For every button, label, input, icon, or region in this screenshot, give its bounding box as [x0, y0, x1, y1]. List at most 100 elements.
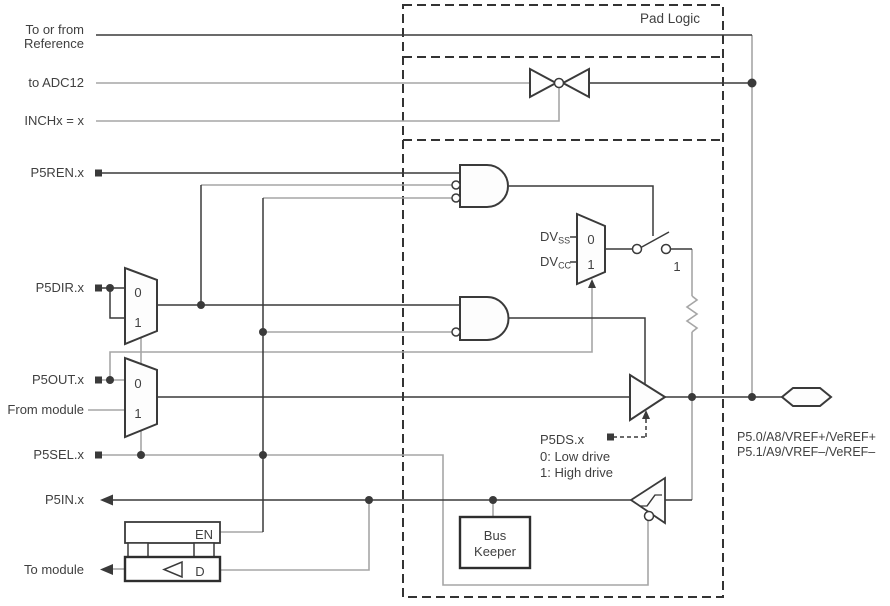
- ren-switch: 1: [631, 243, 681, 274]
- wire-p5sel-to-schmitt-enable: [101, 454, 649, 586]
- p5ren-terminal-square: [95, 169, 102, 177]
- en-latch-box: [124, 521, 221, 544]
- wire-d-latch-feed: [220, 500, 370, 571]
- switch-closed-label: 1: [673, 259, 680, 274]
- to-module-arrow-icon: [100, 564, 113, 575]
- junction-dots: [106, 78, 757, 504]
- mux-icon: [576, 212, 606, 286]
- wires-dark: [96, 34, 782, 532]
- bus-keeper-label-line1: Bus: [484, 528, 507, 543]
- clock-triangle-icon: [162, 560, 183, 579]
- p5in-arrow-icon: [100, 494, 113, 506]
- wire-p5dir-branch: [109, 288, 125, 319]
- mux-input-1-label: 1: [587, 257, 594, 272]
- schmitt-input-buffer: [629, 476, 666, 525]
- latch-tab-icon: [193, 542, 215, 558]
- junction-dot: [748, 393, 756, 401]
- inchx-label: INCHx = x: [24, 113, 84, 128]
- p5ds-terminal-square: [607, 433, 614, 441]
- dvss-prefix: DV: [540, 229, 558, 244]
- to-adc12-label: to ADC12: [28, 75, 84, 90]
- select-arrow-icon: [588, 279, 596, 288]
- p5in-label: P5IN.x: [45, 492, 85, 507]
- junction-dot: [259, 451, 267, 459]
- and-gate-icon: [459, 164, 509, 208]
- reference-label-line1: To or from: [25, 22, 84, 37]
- dvcc-sub: CC: [558, 261, 571, 271]
- mux-input-0-label: 0: [587, 232, 594, 247]
- dvss-label: DVSS: [540, 229, 570, 246]
- to-module-label: To module: [24, 562, 84, 577]
- p5out-mux: 0 1: [124, 356, 158, 439]
- mux-input-0-label: 0: [134, 285, 141, 300]
- pad-logic-region: [402, 4, 724, 598]
- junction-dot: [137, 451, 145, 459]
- p5ren-label: P5REN.x: [31, 165, 85, 180]
- dvcc-label: DVCC: [540, 254, 572, 271]
- p5ds-low-drive-label: 0: Low drive: [540, 449, 610, 464]
- junction-dot: [259, 328, 267, 336]
- transmission-gate-right-icon: [560, 67, 590, 99]
- pad-logic-title: Pad Logic: [640, 11, 700, 26]
- p5sel-label: P5SEL.x: [33, 447, 84, 462]
- p5sel-terminal-square: [95, 451, 102, 459]
- junction-dot: [365, 496, 373, 504]
- buffer-triangle-icon: [629, 373, 667, 422]
- junction-dot: [688, 393, 696, 401]
- transmission-gate-left-icon: [529, 67, 559, 99]
- mux-input-1-label: 1: [134, 315, 141, 330]
- p5ds-high-drive-label: 1: High drive: [540, 465, 613, 480]
- junction-dot: [197, 301, 205, 309]
- wire-p5out-to-pull-mux-select: [109, 287, 593, 380]
- en-latch-label: EN: [195, 527, 213, 542]
- p5out-label: P5OUT.x: [32, 372, 85, 387]
- pin-label-line2: P5.1/A9/VREF–/VeREF–: [737, 445, 875, 459]
- d-latch-label: D: [195, 564, 204, 579]
- dvcc-prefix: DV: [540, 254, 558, 269]
- and-gate-icon: [459, 296, 510, 341]
- pin-label-line1: P5.0/A8/VREF+/VeREF+: [737, 430, 876, 444]
- bus-keeper-box: [458, 515, 532, 570]
- junction-dot: [106, 376, 114, 384]
- drive-strength-arrow-icon: [642, 410, 650, 419]
- wires-gray: [88, 35, 753, 586]
- hysteresis-icon-inner: [646, 494, 656, 507]
- p5out-terminal-square: [95, 376, 102, 384]
- signal-terminals: [95, 169, 102, 459]
- junction-dot: [106, 284, 114, 292]
- reference-label-line2: Reference: [24, 36, 84, 51]
- pad-logic-border: [402, 4, 724, 598]
- junction-dot: [489, 496, 497, 504]
- p5dir-label: P5DIR.x: [36, 280, 85, 295]
- bus-keeper-label-line2: Keeper: [474, 544, 517, 559]
- and-gate-driver-enable: [451, 296, 510, 341]
- inverter-bubble-icon: [451, 327, 461, 337]
- p5ds-label: P5DS.x: [540, 432, 585, 447]
- mux-input-1-label: 1: [134, 406, 141, 421]
- labels: To or from Reference to ADC12 INCHx = x …: [7, 11, 876, 577]
- mux-icon: [124, 266, 158, 346]
- junction-dot: [747, 78, 757, 88]
- input-latch: EN D: [123, 521, 222, 583]
- switch-contact-icon: [660, 243, 672, 255]
- wire-and2-output-driver-enable: [509, 317, 646, 384]
- pull-direction-mux: 0 1: [576, 212, 606, 288]
- from-module-label: From module: [7, 402, 84, 417]
- latch-tab-icon: [127, 542, 149, 558]
- transmission-gate-bubble-icon: [553, 77, 565, 89]
- wire-inchx-control: [96, 88, 560, 122]
- wire-and1-output: [509, 185, 654, 236]
- p5dir-mux: 0 1: [124, 266, 158, 346]
- p5dir-terminal-square: [95, 284, 102, 292]
- mux-icon: [124, 356, 158, 439]
- inverter-bubble-icon: [451, 180, 461, 190]
- output-driver: [607, 373, 667, 441]
- switch-lever-icon: [639, 231, 670, 249]
- inverter-bubble-icon: [451, 193, 461, 203]
- enable-bubble-icon: [643, 510, 655, 522]
- dvss-sub: SS: [558, 236, 570, 246]
- resistor-icon: [685, 295, 699, 333]
- analog-switch: [529, 67, 590, 99]
